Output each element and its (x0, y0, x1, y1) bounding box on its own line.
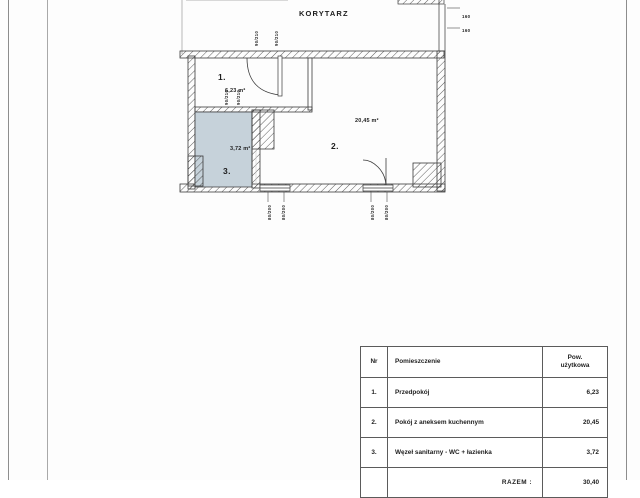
total-area: 30,40 (542, 467, 608, 498)
dimension-right-bottom: 160 (462, 28, 471, 33)
dimension-right-top: 160 (462, 14, 471, 19)
row-1-nr: 1. (360, 377, 388, 408)
table-row: 3. Węzeł sanitarny - WC + łazienka 3,72 (360, 437, 608, 468)
wall-exterior-bottom (179, 183, 446, 193)
window-bottom-right (362, 184, 394, 192)
door-corridor-to-hall (246, 55, 283, 97)
dimension-window-left: 80/200 (267, 204, 272, 220)
row-3-area: 3,72 (542, 437, 608, 468)
table-row: 2. Pokój z aneksem kuchennym 20,45 (360, 407, 608, 438)
dimension-ticks-bottom (267, 192, 388, 202)
header-usable-area-line2: użytkowa (560, 362, 590, 369)
table-header-row: Nr Pomieszczenie Pow. użytkowa (360, 346, 608, 378)
room-area-1: 6,23 m² (225, 88, 246, 94)
dimension-door-corridor: 90/210 (254, 30, 259, 46)
row-1-area: 6,23 (542, 377, 608, 408)
room-schedule-table: Nr Pomieszczenie Pow. użytkowa 1. Przedp… (360, 346, 608, 498)
header-usable-area-line1: Pow. (567, 354, 583, 361)
page-margin-rule-left-outer (8, 0, 9, 480)
room-area-2: 20,45 m² (355, 118, 379, 124)
row-3-nr: 3. (360, 437, 388, 468)
dimension-window-right: 80/200 (370, 204, 375, 220)
wall-pier-bottom-left (187, 155, 204, 187)
dimension-window-left-height: 80/200 (281, 204, 286, 220)
wall-room3-niche (251, 109, 275, 150)
row-1-name: Przedpokój (387, 377, 543, 408)
room1-partitions (194, 57, 313, 113)
header-usable-area: Pow. użytkowa (542, 346, 608, 378)
dimension-window-right-height: 80/200 (384, 204, 389, 220)
row-3-name: Węzeł sanitarny - WC + łazienka (387, 437, 543, 468)
row-2-area: 20,45 (542, 407, 608, 438)
corridor-outline (181, 0, 445, 54)
page-margin-rule-left-inner (47, 0, 48, 480)
room-number-3: 3. (223, 166, 231, 176)
floor-plan-drawing: KORYTARZ 1. 6,23 m² 2. 20,45 m² 3. 3,72 … (168, 0, 480, 234)
door-room2 (362, 158, 387, 187)
total-nr-blank (360, 467, 388, 498)
dimension-door-corridor-height: 90/210 (274, 30, 279, 46)
wall-corridor-separator (179, 50, 445, 59)
dimension-door-hall-inner-height: 90/210 (236, 89, 241, 105)
dimension-ticks-right (447, 7, 460, 29)
wall-pier-bottom-right (412, 162, 442, 188)
total-label: RAZEM : (387, 467, 543, 498)
room-number-2: 2. (331, 141, 339, 151)
header-room-name: Pomieszczenie (387, 346, 543, 378)
dimension-door-hall-inner: 90/210 (224, 89, 229, 105)
row-2-nr: 2. (360, 407, 388, 438)
room-area-3: 3,72 m² (230, 146, 251, 152)
table-row: 1. Przedpokój 6,23 (360, 377, 608, 408)
corridor-label: KORYTARZ (299, 9, 349, 18)
page-margin-rule-right (626, 0, 627, 480)
room-number-1: 1. (218, 72, 226, 82)
row-2-name: Pokój z aneksem kuchennym (387, 407, 543, 438)
window-bottom-left (259, 184, 291, 192)
table-total-row: RAZEM : 30,40 (360, 467, 608, 498)
document-page: KORYTARZ 1. 6,23 m² 2. 20,45 m² 3. 3,72 … (8, 0, 627, 498)
header-nr: Nr (360, 346, 388, 378)
